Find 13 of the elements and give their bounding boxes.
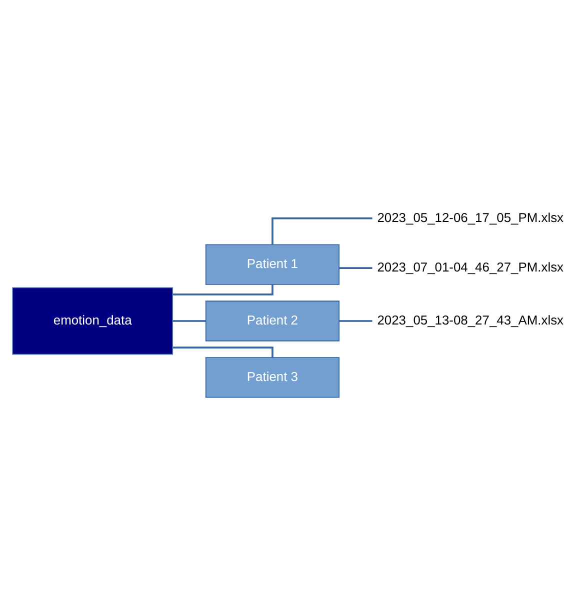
connector (339, 266, 372, 268)
connector (272, 216, 372, 244)
node-text: 2023_07_01-04_46_27_PM.xlsx (377, 259, 564, 274)
connector (339, 320, 372, 322)
node-text: 2023_05_12-06_17_05_PM.xlsx (377, 209, 564, 224)
node-box: Patient 1 (205, 244, 340, 284)
node-box: Patient 2 (205, 300, 340, 341)
node-box: emotion_data (12, 286, 174, 354)
connector (172, 346, 274, 357)
node-box: Patient 3 (205, 356, 340, 398)
connector (172, 284, 274, 295)
node-text: 2023_05_13-08_27_43_AM.xlsx (377, 312, 564, 327)
connector (172, 320, 206, 322)
